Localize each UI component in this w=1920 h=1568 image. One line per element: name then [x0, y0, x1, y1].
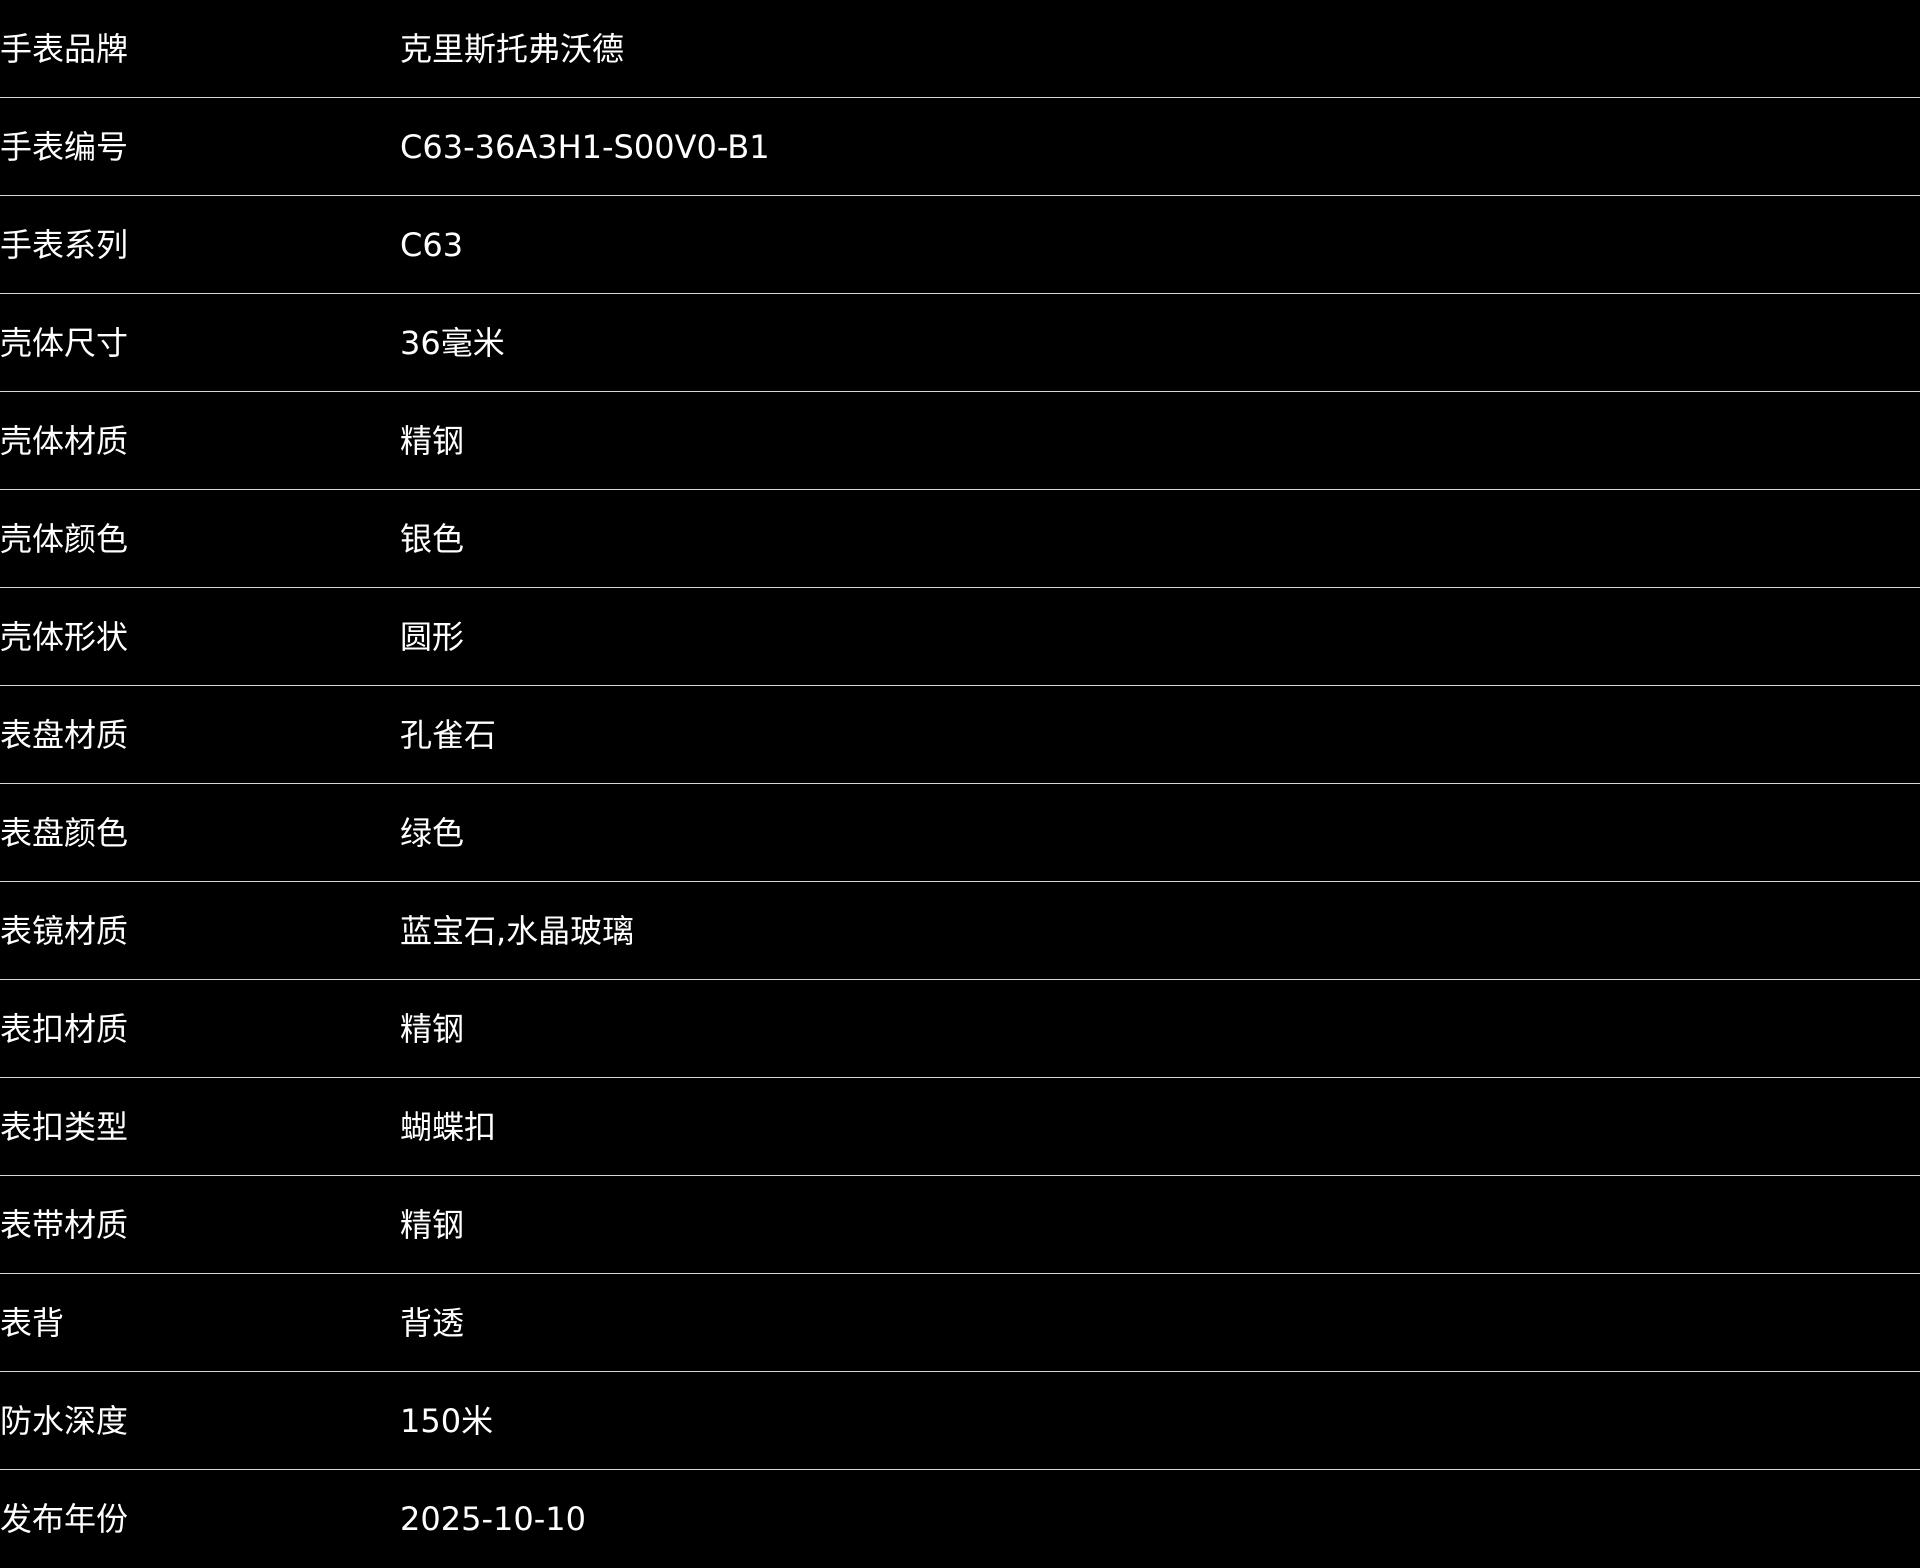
spec-value: 克里斯托弗沃德 [400, 29, 625, 68]
spec-label: 防水深度 [0, 1401, 129, 1440]
spec-value: 银色 [400, 519, 465, 558]
spec-value: 蝴蝶扣 [400, 1107, 497, 1146]
spec-row-case-shape: 壳体形状 圆形 [0, 588, 1920, 686]
spec-label: 表盘材质 [0, 715, 129, 754]
spec-row-case-size: 壳体尺寸 36毫米 [0, 294, 1920, 392]
spec-value: 圆形 [400, 617, 465, 656]
spec-label: 壳体尺寸 [0, 323, 129, 362]
spec-label: 表扣类型 [0, 1107, 129, 1146]
spec-row-case-color: 壳体颜色 银色 [0, 490, 1920, 588]
spec-label: 壳体颜色 [0, 519, 129, 558]
spec-label: 表带材质 [0, 1205, 129, 1244]
spec-value: 36毫米 [400, 323, 505, 362]
spec-row-dial-material: 表盘材质 孔雀石 [0, 686, 1920, 784]
spec-label: 壳体形状 [0, 617, 129, 656]
spec-label: 壳体材质 [0, 421, 129, 460]
spec-label: 手表编号 [0, 127, 129, 166]
spec-label: 表盘颜色 [0, 813, 129, 852]
spec-row-water-resistance: 防水深度 150米 [0, 1372, 1920, 1470]
spec-value: 背透 [400, 1303, 465, 1342]
spec-label: 表扣材质 [0, 1009, 129, 1048]
spec-label: 表镜材质 [0, 911, 129, 950]
spec-row-case-material: 壳体材质 精钢 [0, 392, 1920, 490]
spec-value: C63-36A3H1-S00V0-B1 [400, 127, 770, 166]
spec-value: 精钢 [400, 421, 465, 460]
spec-value: 精钢 [400, 1205, 465, 1244]
spec-row-reference: 手表编号 C63-36A3H1-S00V0-B1 [0, 98, 1920, 196]
spec-row-crystal-material: 表镜材质 蓝宝石,水晶玻璃 [0, 882, 1920, 980]
spec-label: 手表系列 [0, 225, 129, 264]
spec-row-series: 手表系列 C63 [0, 196, 1920, 294]
spec-row-strap-material: 表带材质 精钢 [0, 1176, 1920, 1274]
spec-value: C63 [400, 225, 464, 264]
spec-value: 2025-10-10 [400, 1500, 586, 1538]
spec-value: 蓝宝石,水晶玻璃 [400, 911, 635, 950]
spec-row-clasp-type: 表扣类型 蝴蝶扣 [0, 1078, 1920, 1176]
spec-row-clasp-material: 表扣材质 精钢 [0, 980, 1920, 1078]
spec-value: 精钢 [400, 1009, 465, 1048]
spec-label: 发布年份 [0, 1500, 129, 1538]
spec-value: 绿色 [400, 813, 465, 852]
spec-value: 150米 [400, 1401, 494, 1440]
spec-row-caseback: 表背 背透 [0, 1274, 1920, 1372]
spec-row-release-date: 发布年份 2025-10-10 [0, 1470, 1920, 1568]
spec-label: 手表品牌 [0, 29, 129, 68]
spec-value: 孔雀石 [400, 715, 497, 754]
spec-label: 表背 [0, 1303, 65, 1342]
spec-row-brand: 手表品牌 克里斯托弗沃德 [0, 0, 1920, 98]
spec-row-dial-color: 表盘颜色 绿色 [0, 784, 1920, 882]
